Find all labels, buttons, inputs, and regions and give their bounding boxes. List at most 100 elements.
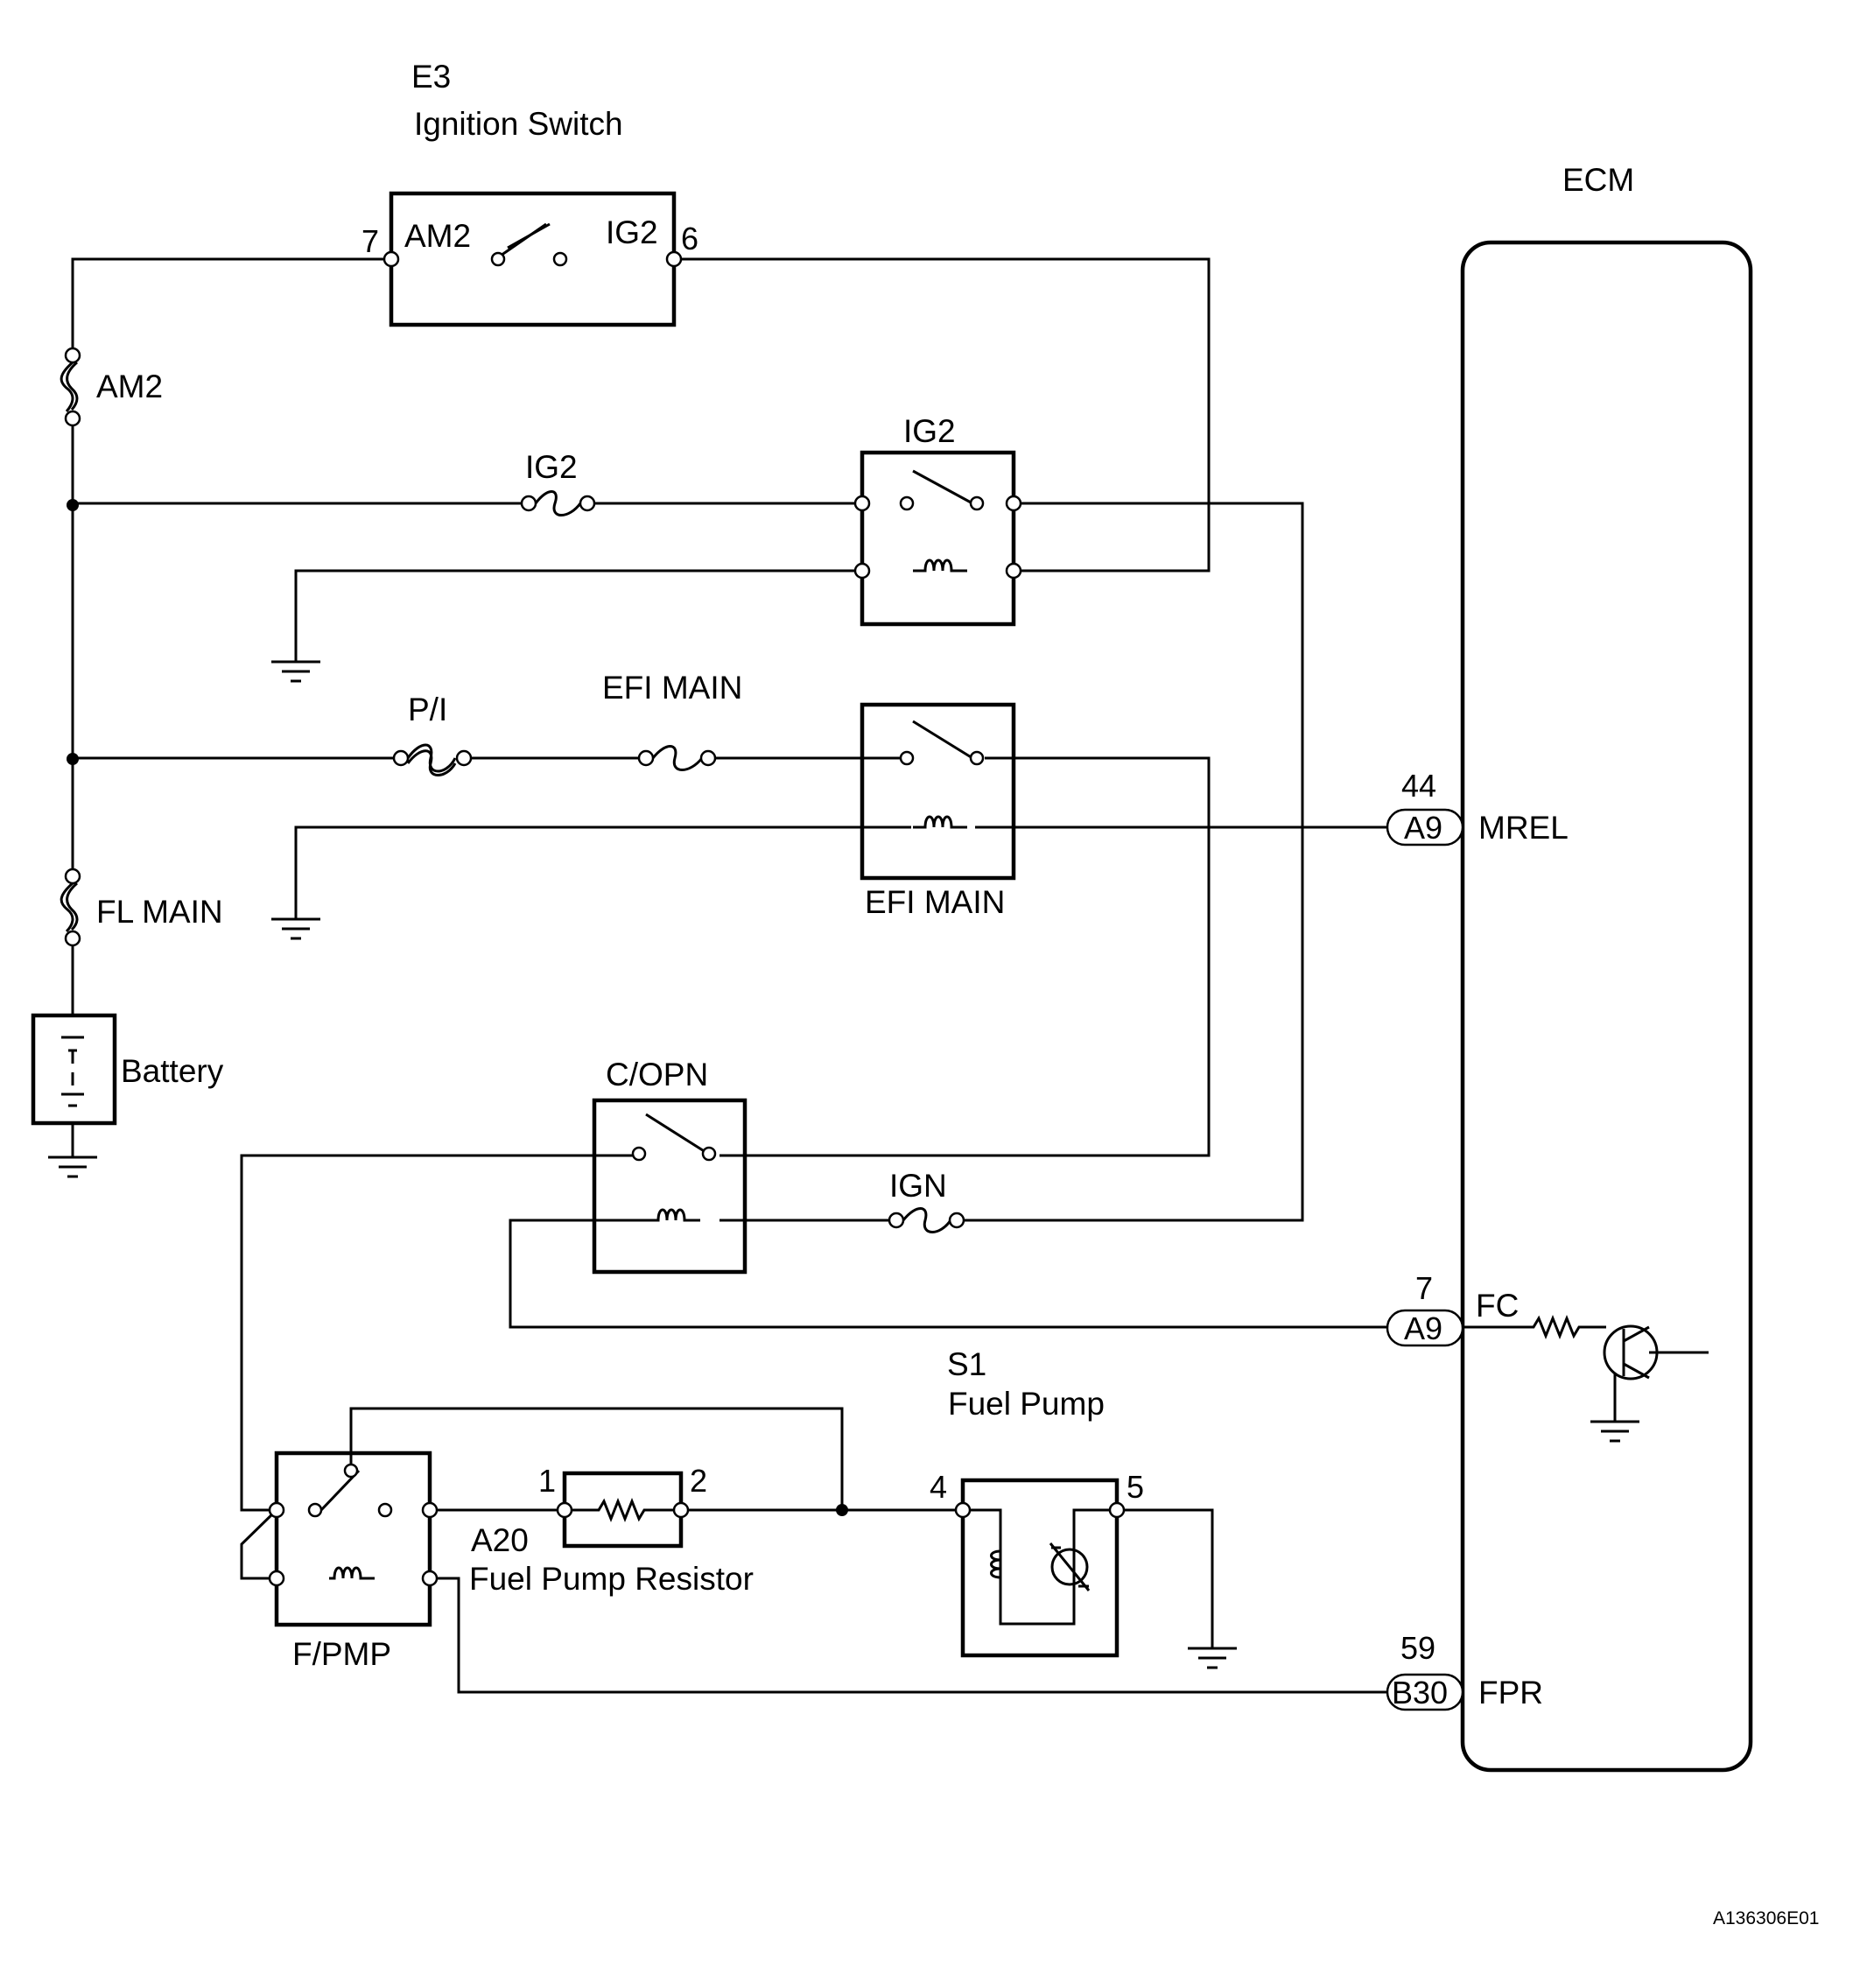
ecm-pin-7: 7	[1415, 1270, 1433, 1306]
relay-contact-terminal	[899, 495, 915, 511]
wire	[719, 756, 1211, 1157]
fuel-pump-box	[960, 1478, 1120, 1658]
fuse-am2-element	[66, 361, 79, 411]
junction-dot	[67, 753, 79, 765]
ecm-signal-fpr: FPR	[1478, 1675, 1543, 1711]
relay-contact-terminal	[969, 495, 985, 511]
fuel-pump-internal-wiring	[963, 1508, 1117, 1626]
relay-fpmp-coil	[329, 1566, 375, 1580]
fuel-pump-terminal	[954, 1501, 972, 1519]
relay-contact-terminal	[631, 1146, 647, 1162]
relay-contact-terminal	[969, 750, 985, 766]
relay-terminal	[1005, 495, 1022, 512]
fuse-terminal	[699, 749, 717, 767]
fuel-pump-name: Fuel Pump	[948, 1386, 1105, 1422]
ground-efi-relay	[271, 917, 320, 940]
ecm-connector-label: A9	[1404, 1310, 1442, 1346]
ignition-switch-contact-arm-edge	[507, 222, 551, 249]
relay-terminal	[421, 1501, 439, 1519]
fuse-ig2: IG2	[520, 449, 596, 516]
relay-ig2-label: IG2	[903, 413, 956, 449]
fuse-am2-label: AM2	[96, 369, 163, 404]
relay-ig2-coil	[913, 558, 967, 573]
fuel-pump-motor-slash	[1049, 1542, 1091, 1591]
ecm-connector-a9	[1386, 808, 1464, 846]
ecm-pin-44: 44	[1401, 768, 1436, 804]
relay-copn-label: C/OPN	[606, 1057, 708, 1092]
relay-contact-terminal	[377, 1502, 393, 1518]
relay-efi-main-contact-arm	[912, 720, 973, 760]
resistor-name: Fuel Pump Resistor	[469, 1561, 754, 1597]
fuse-fl-main-label: FL MAIN	[96, 894, 223, 930]
ecm-signal-fc: FC	[1476, 1288, 1519, 1324]
fuse-terminal	[64, 930, 81, 947]
fuse-ign-element	[902, 1207, 952, 1233]
fuel-pump-coil	[990, 1549, 1001, 1579]
ground-battery	[48, 1123, 97, 1178]
ignition-switch-contact-terminal	[490, 251, 506, 267]
fuse-terminal	[888, 1212, 905, 1229]
ecm-label: ECM	[1562, 162, 1634, 198]
relay-terminal	[421, 1570, 439, 1587]
fuse-ig2-label: IG2	[525, 449, 578, 485]
wire	[240, 1154, 640, 1512]
relay-efi-main: EFI MAIN	[860, 702, 1016, 920]
ground-ig2-relay	[271, 660, 320, 683]
wire	[430, 1577, 1387, 1694]
fuse-efi-main: EFI MAIN	[602, 670, 742, 771]
image-code: A136306E01	[1713, 1908, 1819, 1928]
fuel-pump-pin-5: 5	[1127, 1469, 1144, 1505]
ignition-switch-contact-terminal	[552, 251, 568, 267]
relay-fpmp-box	[274, 1451, 432, 1627]
fuse-fl-main: FL MAIN	[60, 868, 223, 947]
relay-copn-coil	[646, 1208, 700, 1222]
wire	[349, 1407, 844, 1510]
resistor-code: A20	[471, 1522, 529, 1558]
ecm-fc-resistor	[1463, 1314, 1606, 1340]
fuse-terminal	[637, 749, 655, 767]
fuse-efi-main-element	[651, 745, 704, 771]
fuse-terminal	[579, 495, 596, 512]
ignition-switch-pin-6: 6	[681, 221, 698, 256]
relay-terminal	[853, 562, 871, 580]
wire	[681, 257, 1211, 573]
ignition-switch-terminal-am2: AM2	[404, 218, 471, 254]
relay-terminal	[268, 1501, 285, 1519]
ecm-box	[1460, 240, 1753, 1773]
relay-contact-terminal	[307, 1502, 323, 1518]
fuel-pump-resistor: 1 2 A20 Fuel Pump Resistor	[469, 1463, 754, 1597]
battery-box	[31, 1013, 117, 1126]
ecm-connector-label: B30	[1392, 1675, 1448, 1711]
wire	[1117, 1508, 1214, 1648]
relay-contact-terminal	[899, 750, 915, 766]
battery-label: Battery	[121, 1053, 224, 1089]
relay-efi-main-coil	[913, 815, 967, 829]
fuse-efi-main-label: EFI MAIN	[602, 670, 742, 706]
fuse-terminal	[392, 749, 410, 767]
fuse-terminal	[455, 749, 473, 767]
ignition-switch-terminal-ig2: IG2	[606, 214, 658, 250]
ground-fuel-pump	[1188, 1647, 1237, 1669]
wire	[294, 825, 911, 919]
fuse-fl-main-element	[60, 882, 74, 933]
relay-efi-main-label: EFI MAIN	[865, 884, 1005, 920]
fuse-terminal	[948, 1212, 965, 1229]
fuse-am2-element	[60, 361, 74, 412]
resistor-element	[565, 1497, 681, 1523]
resistor-terminal	[672, 1501, 690, 1519]
ignition-switch-code: E3	[411, 59, 451, 95]
fuse-ig2-element	[534, 490, 582, 516]
junction-dot	[836, 1504, 848, 1516]
relay-copn: C/OPN	[592, 1057, 748, 1275]
ecm-signal-mrel: MREL	[1478, 810, 1569, 846]
relay-terminal	[1005, 562, 1022, 580]
relay-fpmp-label: F/PMP	[292, 1636, 391, 1672]
resistor-terminal	[556, 1501, 573, 1519]
fuse-ign-label: IGN	[889, 1168, 947, 1204]
fuse-fl-main-element	[66, 882, 79, 931]
wire	[294, 569, 862, 662]
ignition-switch-name: Ignition Switch	[414, 106, 623, 142]
junction-dot	[67, 499, 79, 511]
ecm-connector-label: A9	[1404, 810, 1442, 846]
relay-ig2-box	[860, 450, 1016, 627]
